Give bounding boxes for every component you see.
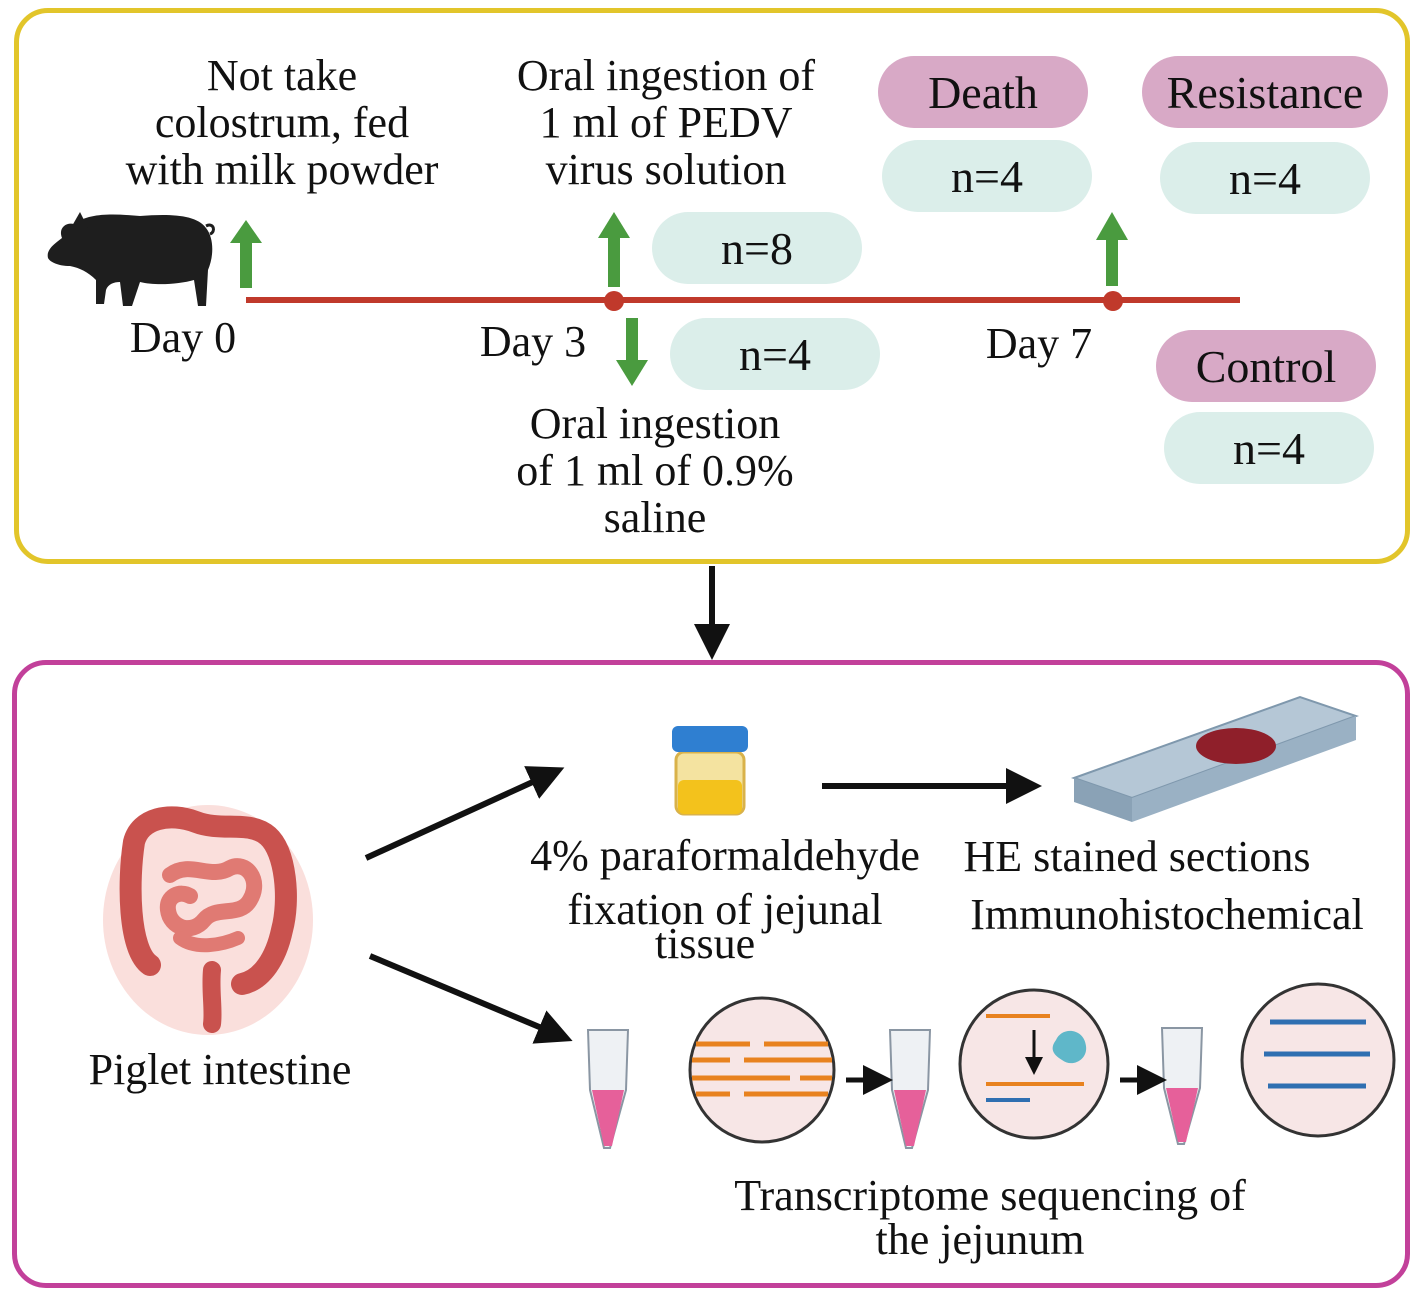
control-count-pill: n=4	[1164, 412, 1374, 484]
sequencing-icon	[1240, 982, 1396, 1138]
tube-icon	[1160, 1027, 1204, 1145]
enzyme-icon	[958, 988, 1110, 1140]
day3-infection-note-line: Oral ingestion of	[516, 51, 816, 100]
intestine-label: Piglet intestine	[88, 1045, 352, 1094]
day3-saline-note-line: of 1 ml of 0.9%	[516, 446, 794, 495]
day3-saline-note-line: saline	[603, 493, 707, 542]
fixation-label-line: 4% paraformaldehyde	[530, 831, 920, 880]
sequencing-label: Transcriptome sequencing of the jejunum	[680, 1174, 1300, 1262]
day0-note: Not take colostrum, fed with milk powder	[96, 52, 468, 193]
fixation-label-line: fixation of jejunal	[567, 885, 883, 934]
sequencing-label-line: Transcriptome sequencing of	[734, 1171, 1246, 1220]
infected-count-pill: n=8	[652, 212, 862, 284]
day0-note-line: colostrum, fed	[154, 98, 410, 147]
day3-marker	[604, 291, 624, 311]
day3-infection-note-line: 1 ml of PEDV	[539, 98, 793, 147]
stain-label: HE stained sections Immunohistochemical	[936, 834, 1398, 938]
intestine-icon	[103, 805, 313, 1035]
stain-label-line: Immunohistochemical	[970, 890, 1364, 939]
day7-marker	[1103, 291, 1123, 311]
specimen-cup-icon	[672, 726, 748, 816]
day7-label: Day 7	[985, 319, 1093, 368]
day7-up-arrow	[1096, 212, 1128, 286]
glass-slide-icon	[1070, 695, 1360, 822]
day0-note-line: with milk powder	[125, 145, 439, 194]
experiment-timeline-panel	[14, 8, 1410, 564]
day3-infection-note-line: virus solution	[545, 145, 787, 194]
day3-saline-note-line: Oral ingestion	[529, 399, 781, 448]
day3-saline-note: Oral ingestion of 1 ml of 0.9% saline	[470, 400, 840, 541]
analysis-panel	[12, 660, 1410, 1288]
day3-up-arrow	[598, 212, 630, 287]
fixation-label-line: tissue	[654, 919, 756, 968]
resistance-count-pill: n=4	[1160, 142, 1370, 214]
dna-fragment-icon	[688, 996, 836, 1144]
stain-label-line: HE stained sections	[963, 832, 1311, 881]
pig-icon	[47, 212, 215, 306]
tube-icon	[888, 1029, 932, 1149]
tube-icon	[586, 1029, 630, 1149]
day0-label: Day 0	[129, 313, 237, 362]
day3-label: Day 3	[479, 317, 587, 366]
death-label-pill: Death	[878, 56, 1088, 128]
resistance-label-pill: Resistance	[1142, 56, 1388, 128]
fixation-label: 4% paraformaldehyde fixation of jejunal …	[490, 834, 960, 966]
day0-up-arrow	[230, 220, 262, 288]
sequencing-label-line: the jejunum	[875, 1215, 1085, 1264]
control-label-pill: Control	[1156, 330, 1376, 402]
to-sequencing-arrow	[368, 953, 573, 1044]
saline-count-pill: n=4	[670, 318, 880, 390]
to-fixation-arrow	[364, 766, 565, 861]
day3-down-arrow	[616, 318, 648, 386]
death-count-pill: n=4	[882, 140, 1092, 212]
day3-infection-note: Oral ingestion of 1 ml of PEDV virus sol…	[480, 52, 852, 193]
day0-note-line: Not take	[206, 51, 358, 100]
